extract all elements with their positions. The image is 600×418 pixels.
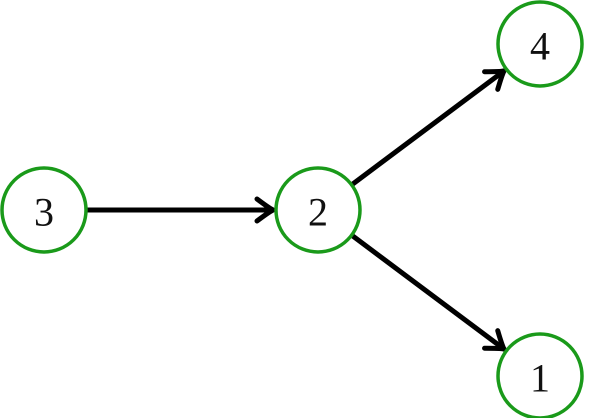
edge-2-to-1-line bbox=[349, 232, 507, 352]
node-1-label: 1 bbox=[530, 356, 550, 401]
edges-layer bbox=[83, 68, 507, 352]
node-4-label: 4 bbox=[530, 24, 550, 69]
node-3: 3 bbox=[0, 166, 88, 254]
node-2-label: 2 bbox=[308, 190, 328, 235]
edge-2-to-4-arrowhead bbox=[482, 68, 507, 92]
node-2: 2 bbox=[274, 166, 362, 254]
edge-3-to-2-arrowhead bbox=[254, 196, 276, 224]
edge-2-to-1 bbox=[349, 232, 507, 352]
node-3-label: 3 bbox=[34, 190, 54, 235]
edge-2-to-4 bbox=[349, 68, 507, 188]
node-1-circle bbox=[496, 332, 584, 418]
nodes-layer: 3 2 4 1 bbox=[0, 0, 584, 418]
node-1: 1 bbox=[496, 332, 584, 418]
edge-2-to-4-line bbox=[349, 68, 507, 188]
node-3-circle bbox=[0, 166, 88, 254]
node-4-circle bbox=[496, 0, 584, 88]
node-2-circle bbox=[274, 166, 362, 254]
edge-3-to-2 bbox=[83, 196, 276, 224]
edge-2-to-1-arrowhead bbox=[482, 328, 507, 352]
node-4: 4 bbox=[496, 0, 584, 88]
